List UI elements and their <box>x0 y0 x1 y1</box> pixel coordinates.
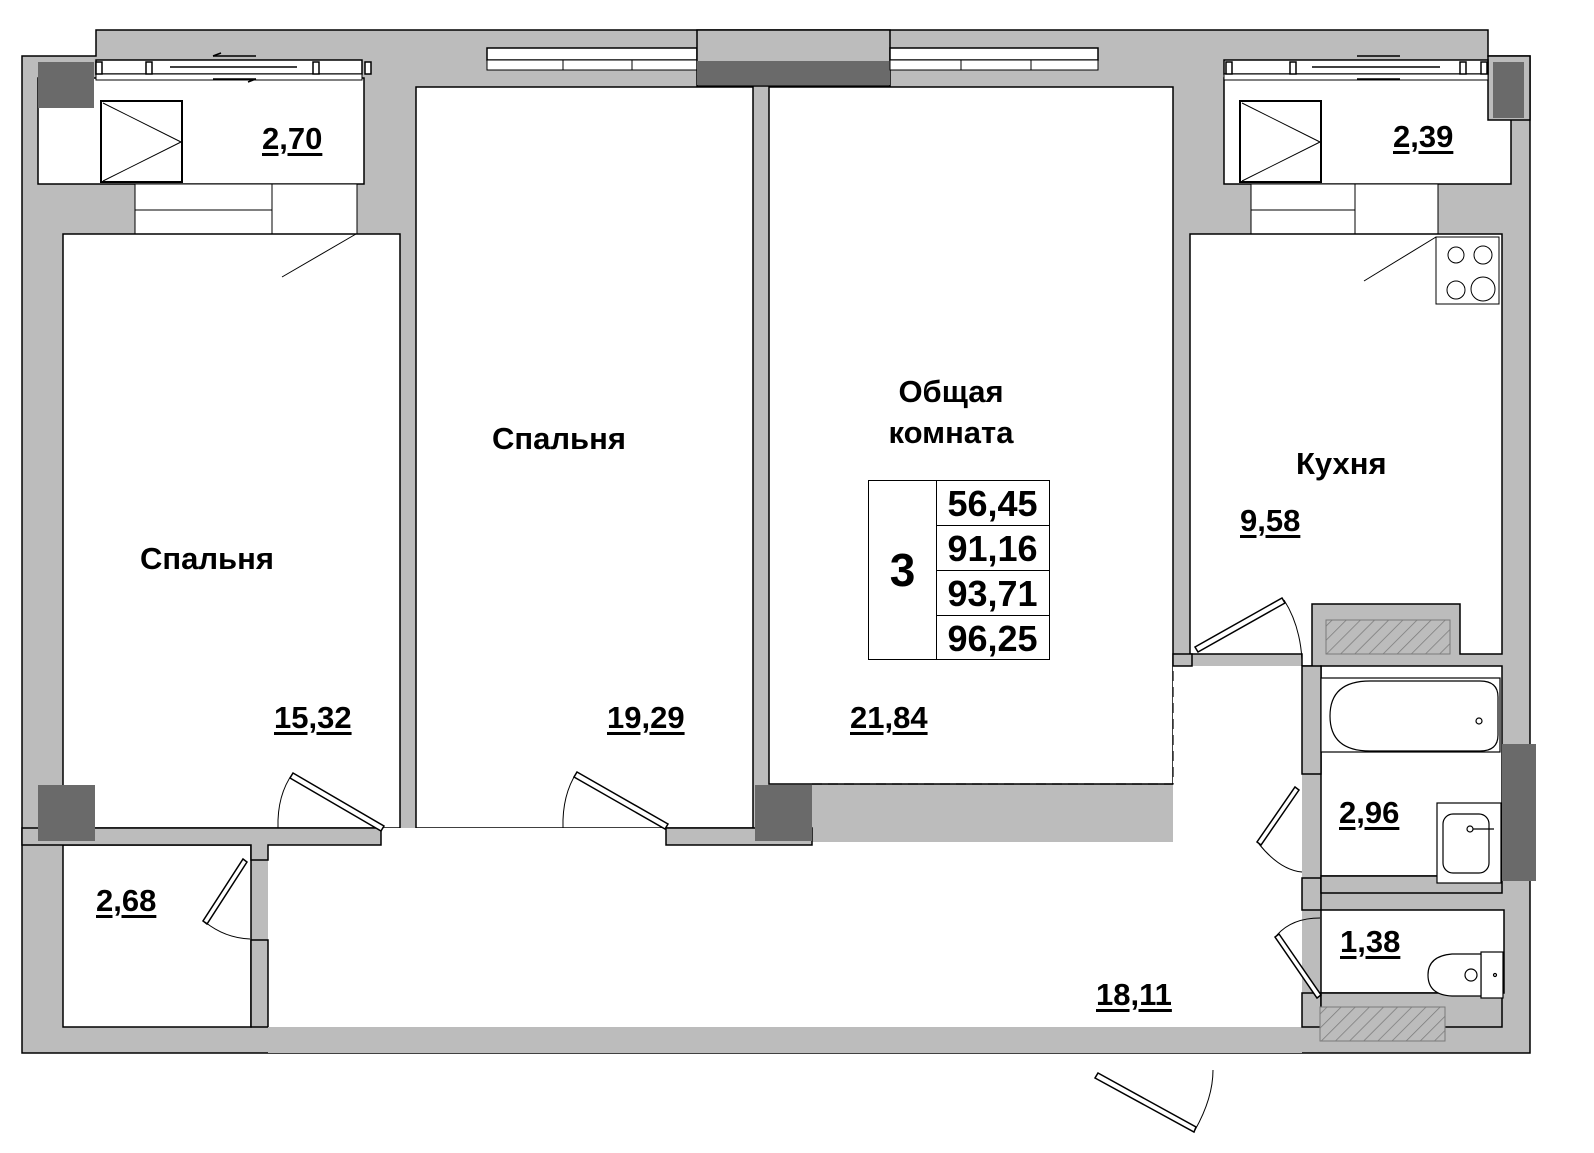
room-name-kitchen: Кухня <box>1296 446 1387 481</box>
living-area-value: 56,45 <box>936 481 1049 526</box>
room-name-bedroom-left: Спальня <box>140 541 274 576</box>
columns <box>38 744 1536 881</box>
total-area-with-balcony-value: 93,71 <box>936 571 1049 616</box>
hallway-floor <box>268 666 1302 1027</box>
area-bedroom-left: 15,32 <box>274 700 352 735</box>
total-area-value: 91,16 <box>936 526 1049 571</box>
toilet-icon <box>1427 951 1504 999</box>
storage-floor <box>62 844 252 1028</box>
zone-boundary <box>812 666 1174 785</box>
room-name-bedroom-middle: Спальня <box>492 421 626 456</box>
ac-unit-icon <box>100 100 183 183</box>
summary-values: 56,45 91,16 93,71 96,25 <box>936 481 1049 659</box>
area-kitchen: 9,58 <box>1240 503 1301 538</box>
area-bedroom-middle: 19,29 <box>607 700 685 735</box>
windows-top <box>486 29 1099 87</box>
sink-icon <box>1436 802 1502 884</box>
bedroom-middle-floor <box>415 86 754 829</box>
doors <box>201 596 1323 1134</box>
area-hallway: 18,11 <box>1096 977 1172 1012</box>
room-name-living-room: Общая комната <box>880 371 1022 453</box>
area-balcony-right: 2,39 <box>1393 119 1454 154</box>
area-bathroom: 2,96 <box>1339 795 1400 830</box>
room-name-living-room-line2: комната <box>888 415 1014 450</box>
ventilation-shafts <box>1319 619 1451 1042</box>
stove-icon <box>281 233 1500 305</box>
balcony-left <box>37 52 372 235</box>
living-room-floor <box>768 86 1174 785</box>
area-toilet: 1,38 <box>1340 924 1401 959</box>
balcony-right <box>1223 55 1531 235</box>
kitchen-floor <box>1189 233 1503 667</box>
bathtub-icon <box>1320 677 1501 753</box>
bedroom-left-floor <box>62 233 401 829</box>
room-name-living-room-line1: Общая <box>898 374 1004 409</box>
area-storage: 2,68 <box>96 883 157 918</box>
apartment-summary-table: 3 56,45 91,16 93,71 96,25 <box>868 480 1050 660</box>
area-living-room: 21,84 <box>850 700 928 735</box>
area-balcony-left: 2,70 <box>262 121 323 156</box>
rooms-count: 3 <box>869 481 937 659</box>
total-area-full-balcony-value: 96,25 <box>947 618 1038 659</box>
ac-unit-icon <box>1239 100 1322 183</box>
